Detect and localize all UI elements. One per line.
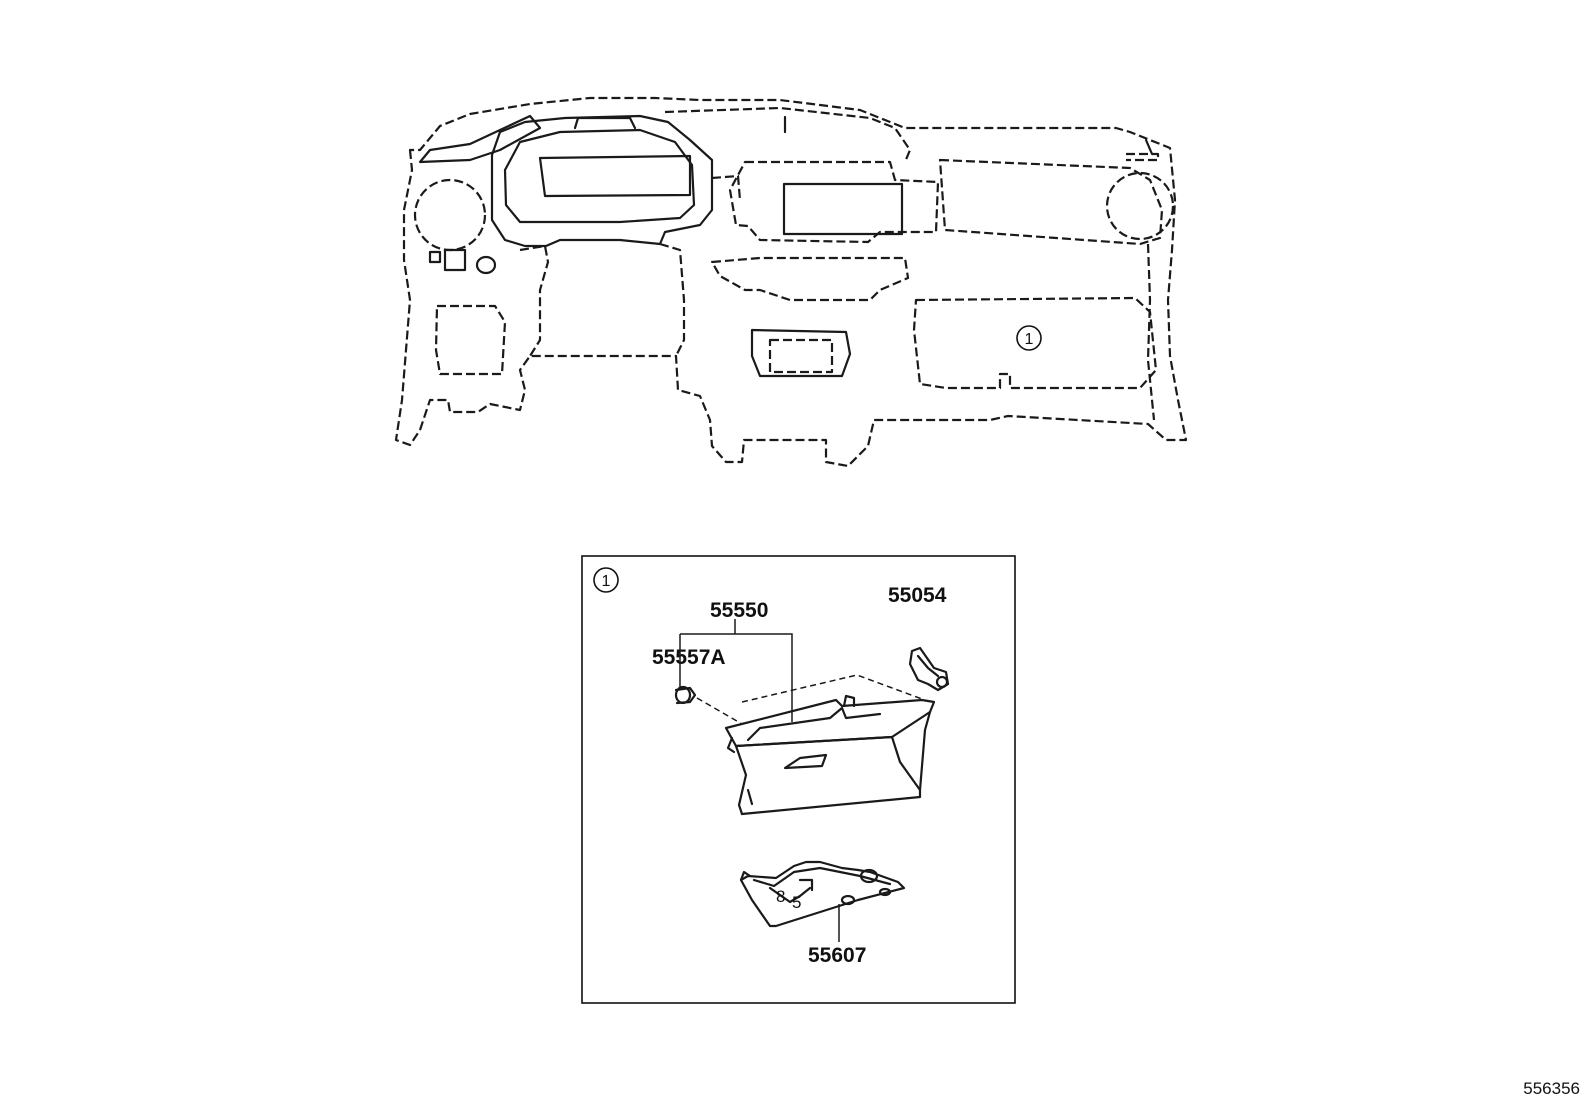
overview-callout-label: 1 <box>1025 331 1034 348</box>
detail-box-frame <box>581 555 1016 1004</box>
label-55550: 55550 <box>710 599 768 622</box>
instrument-panel-outline <box>394 96 1188 468</box>
label-55054: 55054 <box>888 584 947 607</box>
label-55557a: 55557A <box>652 646 726 669</box>
hinge-part <box>908 646 950 692</box>
illustration-number: 556356 <box>1523 1079 1580 1098</box>
panel-mark-8: 8 <box>776 887 785 906</box>
label-55607: 55607 <box>808 944 866 967</box>
detail-box-callout: 1 <box>593 567 619 593</box>
detail-box-callout-label: 1 <box>602 573 611 590</box>
glove-box-part <box>724 694 936 816</box>
lower-panel-part: 8 5 <box>739 860 906 928</box>
panel-mark-5: 5 <box>792 893 801 912</box>
damper-part <box>674 674 923 725</box>
leader-lines <box>679 619 840 942</box>
overview-callout: 1 <box>1016 325 1042 351</box>
